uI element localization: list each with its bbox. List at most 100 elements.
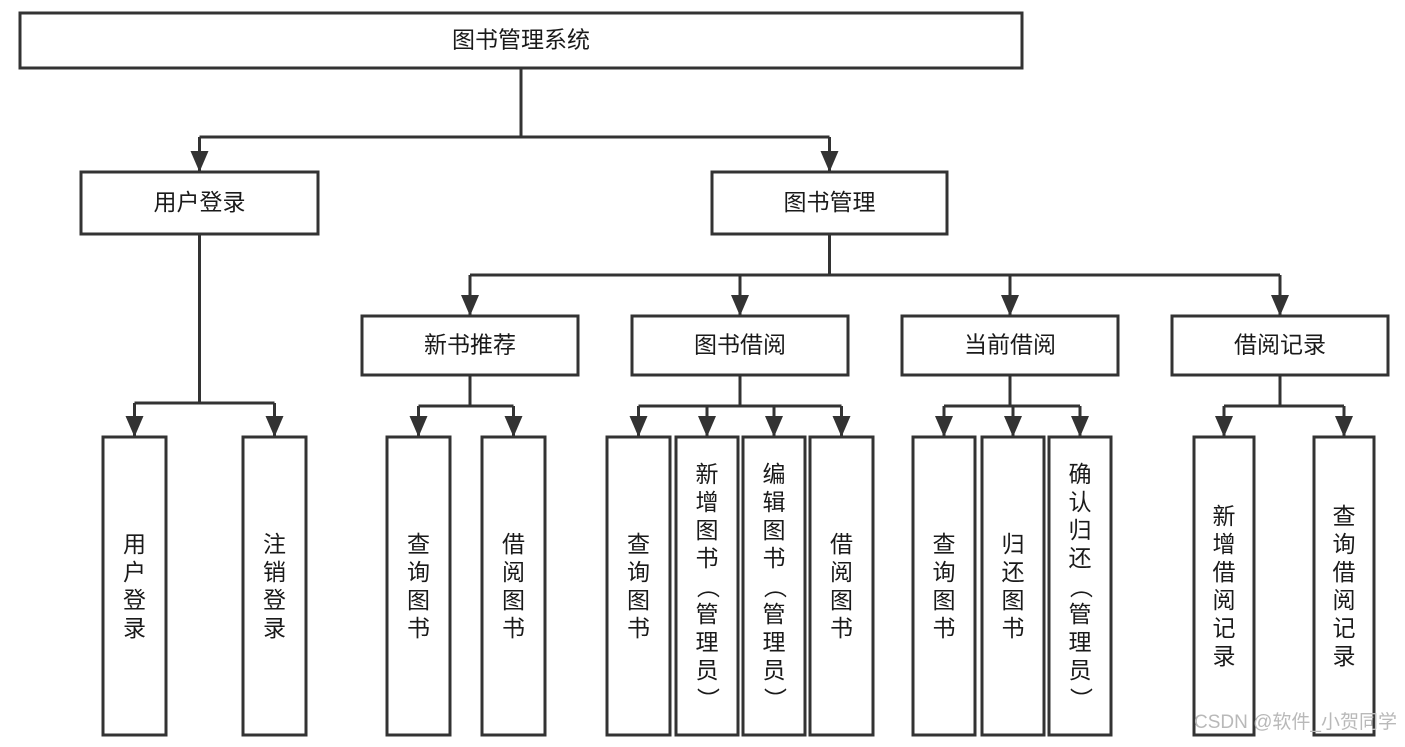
arrow-head-icon — [1215, 416, 1233, 437]
node-layer: 图书管理系统用户登录图书管理新书推荐图书借阅当前借阅借阅记录用户登录注销登录查询… — [18, 11, 1390, 737]
node-root[interactable]: 图书管理系统 — [18, 11, 1024, 70]
arrow-head-icon — [1001, 295, 1019, 316]
node-label-leaf-add-book-char-1: 增 — [696, 489, 719, 515]
node-label-leaf-query-borrow-record-char-4: 记 — [1333, 615, 1356, 641]
node-label-leaf-logout-char-2: 登 — [263, 587, 286, 613]
node-label-leaf-query-book-3-char-3: 书 — [933, 615, 956, 641]
node-label-leaf-user-login-char-1: 户 — [123, 559, 146, 585]
arrow-head-icon — [265, 416, 284, 437]
arrow-head-icon — [629, 416, 648, 437]
node-label-leaf-query-borrow-record-char-1: 询 — [1333, 531, 1356, 557]
node-box-borrow-record — [1170, 314, 1390, 377]
node-label-leaf-add-borrow-record-char-3: 阅 — [1213, 587, 1236, 613]
node-label-leaf-confirm-return-char-3: 还 — [1069, 545, 1092, 571]
node-new-book-recommend[interactable]: 新书推荐 — [360, 314, 580, 377]
node-box-leaf-query-borrow-record — [1312, 435, 1376, 737]
node-box-leaf-add-borrow-record — [1192, 435, 1256, 737]
node-label-leaf-add-book-char-3: 书 — [696, 545, 719, 571]
node-label-new-book-recommend: 新书推荐 — [424, 332, 516, 358]
arrow-head-icon — [1271, 295, 1289, 316]
node-label-leaf-query-book-1-char-2: 图 — [407, 587, 430, 613]
node-label-leaf-borrow-book-2-char-1: 阅 — [830, 559, 853, 585]
node-box-leaf-return-book — [980, 435, 1046, 737]
node-label-user-login: 用户登录 — [154, 189, 246, 215]
node-box-leaf-query-book-1 — [385, 435, 452, 737]
node-label-leaf-add-borrow-record-char-2: 借 — [1213, 559, 1236, 585]
node-label-leaf-borrow-book-2-char-2: 图 — [830, 587, 853, 613]
node-label-leaf-confirm-return-char-0: 确 — [1069, 461, 1092, 487]
node-label-leaf-borrow-book-1-char-3: 书 — [502, 615, 525, 641]
connector-layer — [125, 68, 1353, 437]
node-label-book-borrow: 图书借阅 — [694, 332, 786, 358]
node-book-manage[interactable]: 图书管理 — [710, 170, 949, 236]
node-label-leaf-add-borrow-record-char-4: 记 — [1213, 615, 1236, 641]
arrow-head-icon — [125, 416, 144, 437]
node-label-leaf-confirm-return-char-4: （ — [1068, 575, 1094, 598]
node-current-borrow[interactable]: 当前借阅 — [900, 314, 1120, 377]
node-box-leaf-edit-book — [741, 435, 807, 737]
node-label-leaf-query-book-3-char-1: 询 — [933, 559, 956, 585]
node-label-leaf-edit-book-char-1: 辑 — [763, 489, 786, 515]
arrow-head-icon — [190, 151, 209, 172]
node-label-leaf-borrow-book-2-char-3: 书 — [830, 615, 853, 641]
arrow-head-icon — [765, 416, 783, 437]
arrow-head-icon — [1335, 416, 1353, 437]
node-label-leaf-borrow-book-2-char-0: 借 — [830, 531, 853, 557]
node-label-leaf-logout-char-1: 销 — [263, 559, 286, 585]
node-label-leaf-confirm-return-char-5: 管 — [1069, 601, 1092, 627]
arrow-head-icon — [461, 295, 479, 316]
node-label-leaf-query-borrow-record-char-3: 阅 — [1333, 587, 1356, 613]
node-label-leaf-edit-book-char-7: 员 — [763, 657, 786, 683]
node-label-leaf-query-book-1-char-3: 书 — [407, 615, 430, 641]
node-label-root: 图书管理系统 — [452, 27, 590, 53]
node-label-leaf-add-book-char-4: （ — [695, 575, 721, 598]
arrow-head-icon — [409, 416, 428, 437]
arrow-head-icon — [1004, 416, 1022, 437]
node-box-root — [18, 11, 1024, 70]
node-label-leaf-add-borrow-record-char-0: 新 — [1213, 503, 1236, 529]
node-label-leaf-query-book-2-char-2: 图 — [627, 587, 650, 613]
node-label-leaf-add-book-char-7: 员 — [696, 657, 719, 683]
arrow-head-icon — [698, 416, 716, 437]
node-label-leaf-query-borrow-record-char-5: 录 — [1333, 643, 1356, 669]
node-label-leaf-borrow-book-1-char-2: 图 — [502, 587, 525, 613]
node-user-login[interactable]: 用户登录 — [79, 170, 320, 236]
node-box-leaf-query-book-2 — [605, 435, 672, 737]
node-label-leaf-borrow-book-1-char-0: 借 — [502, 531, 525, 557]
node-label-leaf-user-login-char-3: 录 — [123, 615, 146, 641]
node-book-borrow[interactable]: 图书借阅 — [630, 314, 850, 377]
node-box-leaf-logout — [241, 435, 308, 737]
node-label-leaf-add-book-char-8: ） — [695, 687, 721, 710]
node-label-leaf-confirm-return-char-2: 归 — [1069, 517, 1092, 543]
node-box-leaf-query-book-3 — [911, 435, 977, 737]
node-label-leaf-logout-char-0: 注 — [263, 531, 286, 557]
node-borrow-record[interactable]: 借阅记录 — [1170, 314, 1390, 377]
node-label-leaf-edit-book-char-0: 编 — [763, 461, 786, 487]
node-label-leaf-query-book-2-char-3: 书 — [627, 615, 650, 641]
node-label-leaf-edit-book-char-4: （ — [762, 575, 788, 598]
node-label-leaf-query-borrow-record-char-0: 查 — [1333, 503, 1356, 529]
node-label-leaf-query-book-3-char-2: 图 — [933, 587, 956, 613]
node-box-book-borrow — [630, 314, 850, 377]
arrow-head-icon — [731, 295, 749, 316]
node-box-new-book-recommend — [360, 314, 580, 377]
node-label-leaf-return-book-char-1: 还 — [1002, 559, 1025, 585]
node-label-leaf-confirm-return-char-7: 员 — [1069, 657, 1092, 683]
node-box-leaf-user-login — [101, 435, 168, 737]
node-leaf-user-login[interactable]: 用户登录 — [101, 435, 168, 737]
node-label-leaf-borrow-book-1-char-1: 阅 — [502, 559, 525, 585]
watermark-label: CSDN @软件_小贺同学 — [1194, 711, 1397, 733]
